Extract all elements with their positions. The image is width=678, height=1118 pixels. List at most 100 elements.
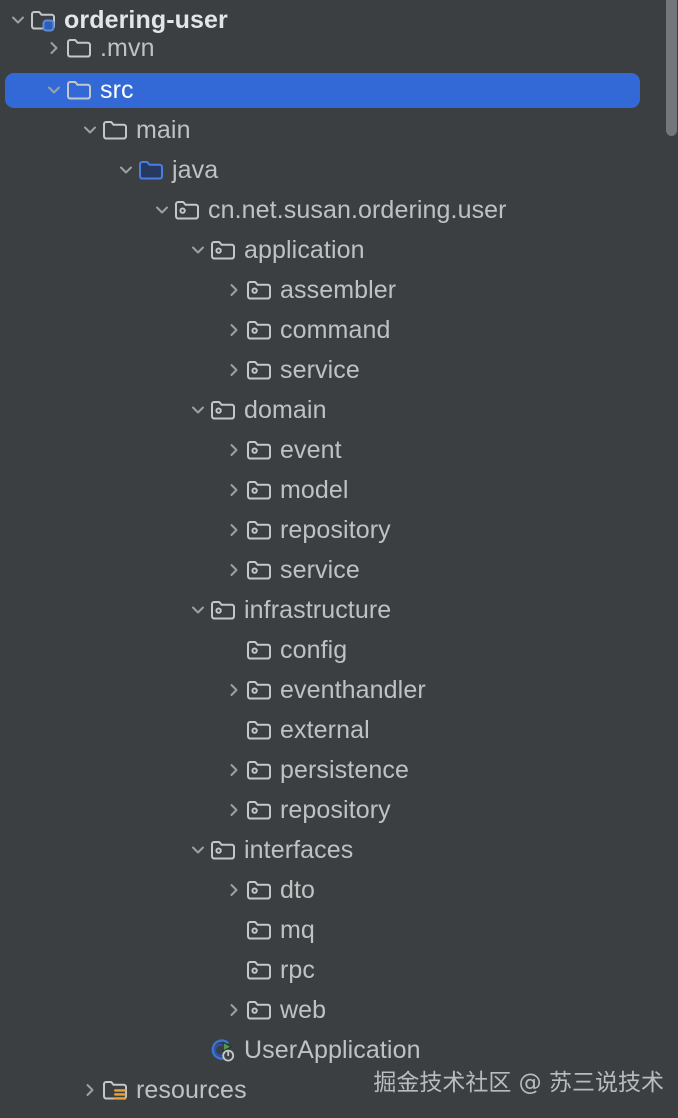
tree-row[interactable]: model <box>0 470 678 510</box>
tree-row[interactable]: domain <box>0 390 678 430</box>
package-icon <box>246 557 272 583</box>
chevron-right-icon[interactable] <box>222 358 246 382</box>
tree-row-label: repository <box>280 796 391 824</box>
tree-row[interactable]: external <box>0 710 678 750</box>
tree-row[interactable]: .mvn <box>0 28 678 68</box>
tree-row-label: main <box>136 116 191 144</box>
package-icon <box>246 637 272 663</box>
tree-row[interactable]: cn.net.susan.ordering.user <box>0 190 678 230</box>
tree-row[interactable]: infrastructure <box>0 590 678 630</box>
chevron-right-icon[interactable] <box>222 558 246 582</box>
chevron-placeholder <box>186 1038 210 1062</box>
tree-row[interactable]: interfaces <box>0 830 678 870</box>
chevron-right-icon[interactable] <box>222 878 246 902</box>
package-icon <box>246 717 272 743</box>
chevron-down-icon[interactable] <box>42 78 66 102</box>
tree-row-label: service <box>280 356 360 384</box>
spring-boot-run-icon <box>210 1037 236 1063</box>
tree-row-label: application <box>244 236 365 264</box>
tree-row-label: eventhandler <box>280 676 426 704</box>
tree-row[interactable]: dto <box>0 870 678 910</box>
tree-row[interactable]: repository <box>0 790 678 830</box>
package-icon <box>246 877 272 903</box>
package-icon <box>210 397 236 423</box>
tree-row[interactable]: persistence <box>0 750 678 790</box>
tree-row-label: UserApplication <box>244 1036 421 1064</box>
watermark-text: 掘金技术社区 @ 苏三说技术 <box>373 1070 664 1096</box>
tree-row[interactable]: event <box>0 430 678 470</box>
package-icon <box>246 797 272 823</box>
tree-row[interactable]: java <box>0 150 678 190</box>
package-icon <box>246 997 272 1023</box>
package-icon <box>246 277 272 303</box>
chevron-right-icon[interactable] <box>222 678 246 702</box>
tree-row[interactable]: src <box>0 70 678 110</box>
chevron-right-icon[interactable] <box>222 518 246 542</box>
tree-row-label: model <box>280 476 349 504</box>
tree-row[interactable]: eventhandler <box>0 670 678 710</box>
tree-row-label: config <box>280 636 348 664</box>
package-icon <box>210 597 236 623</box>
tree-row[interactable]: UserApplication <box>0 1030 678 1070</box>
tree-row-label: ordering-user <box>64 6 228 34</box>
tree-row[interactable]: mq <box>0 910 678 950</box>
chevron-down-icon[interactable] <box>186 838 210 862</box>
package-icon <box>210 237 236 263</box>
chevron-down-icon[interactable] <box>186 598 210 622</box>
tree-row[interactable]: service <box>0 350 678 390</box>
chevron-placeholder <box>222 638 246 662</box>
tree-row[interactable]: config <box>0 630 678 670</box>
tree-row[interactable]: rpc <box>0 950 678 990</box>
module-folder-icon <box>30 7 56 33</box>
folder-icon <box>102 117 128 143</box>
chevron-down-icon[interactable] <box>150 198 174 222</box>
tree-row[interactable]: service <box>0 550 678 590</box>
tree-row-label: cn.net.susan.ordering.user <box>208 196 507 224</box>
chevron-down-icon[interactable] <box>114 158 138 182</box>
tree-row-label: rpc <box>280 956 316 984</box>
package-icon <box>246 517 272 543</box>
chevron-down-icon[interactable] <box>186 398 210 422</box>
tree-row[interactable]: resources <box>0 1070 678 1110</box>
source-root-icon <box>138 157 164 183</box>
tree-row-label: web <box>280 996 327 1024</box>
chevron-right-icon[interactable] <box>222 438 246 462</box>
chevron-right-icon[interactable] <box>222 318 246 342</box>
folder-icon <box>66 77 92 103</box>
chevron-right-icon[interactable] <box>222 798 246 822</box>
tree-row[interactable]: repository <box>0 510 678 550</box>
tree-row[interactable]: main <box>0 110 678 150</box>
chevron-right-icon[interactable] <box>222 478 246 502</box>
vertical-scrollbar-track[interactable] <box>666 0 678 1118</box>
tree-row-label: service <box>280 556 360 584</box>
package-icon <box>246 917 272 943</box>
package-icon <box>246 677 272 703</box>
chevron-down-icon[interactable] <box>6 8 30 32</box>
tree-row[interactable]: assembler <box>0 270 678 310</box>
chevron-right-icon[interactable] <box>222 758 246 782</box>
chevron-placeholder <box>222 958 246 982</box>
tree-row-label: repository <box>280 516 391 544</box>
package-icon <box>246 477 272 503</box>
folder-icon <box>66 35 92 61</box>
chevron-right-icon[interactable] <box>42 36 66 60</box>
tree-row-label: external <box>280 716 370 744</box>
chevron-right-icon[interactable] <box>222 278 246 302</box>
tree-row[interactable]: ordering-user <box>0 0 678 40</box>
tree-row-label: domain <box>244 396 327 424</box>
package-icon <box>246 317 272 343</box>
tree-row-label: src <box>100 76 134 104</box>
chevron-right-icon[interactable] <box>78 1078 102 1102</box>
tree-row-label: resources <box>136 1076 247 1104</box>
chevron-right-icon[interactable] <box>222 998 246 1022</box>
tree-row[interactable]: web <box>0 990 678 1030</box>
resource-root-icon <box>102 1077 128 1103</box>
tree-row[interactable]: application <box>0 230 678 270</box>
chevron-down-icon[interactable] <box>78 118 102 142</box>
vertical-scrollbar-thumb[interactable] <box>666 0 677 136</box>
tree-row-label: mq <box>280 916 315 944</box>
tree-row[interactable]: command <box>0 310 678 350</box>
chevron-down-icon[interactable] <box>186 238 210 262</box>
tree-row-label: command <box>280 316 391 344</box>
